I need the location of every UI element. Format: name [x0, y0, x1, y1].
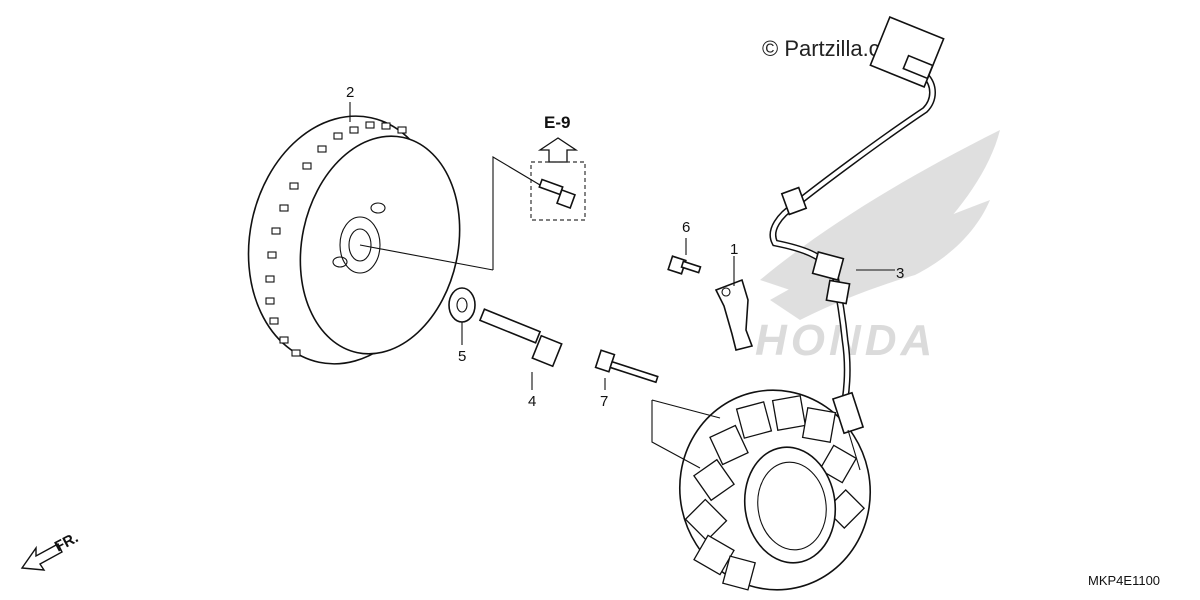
callout-1[interactable]: 1 — [730, 241, 738, 258]
bolt-icon[interactable] — [538, 178, 576, 209]
bolt-icon[interactable] — [594, 349, 659, 384]
bolt-icon[interactable] — [667, 255, 702, 275]
callout-5[interactable]: 5 — [458, 348, 466, 365]
callout-3[interactable]: 3 — [896, 265, 904, 282]
up-arrow-icon — [537, 137, 579, 163]
washer-icon[interactable] — [448, 287, 476, 323]
flywheel-icon[interactable] — [226, 98, 494, 382]
wire-harness-icon[interactable] — [769, 15, 945, 471]
callout-4[interactable]: 4 — [528, 393, 536, 410]
drawing-code: MKP4E1100 — [1088, 573, 1160, 588]
section-reference[interactable]: E-9 — [544, 113, 570, 132]
bolt-icon[interactable] — [478, 308, 563, 368]
stator-icon[interactable] — [661, 372, 888, 600]
honda-wing-icon — [760, 130, 1000, 320]
clamp-icon[interactable] — [714, 278, 754, 351]
callout-2[interactable]: 2 — [346, 84, 354, 101]
callout-7[interactable]: 7 — [600, 393, 608, 410]
front-direction-arrow-icon — [20, 543, 63, 571]
callout-6[interactable]: 6 — [682, 219, 690, 236]
